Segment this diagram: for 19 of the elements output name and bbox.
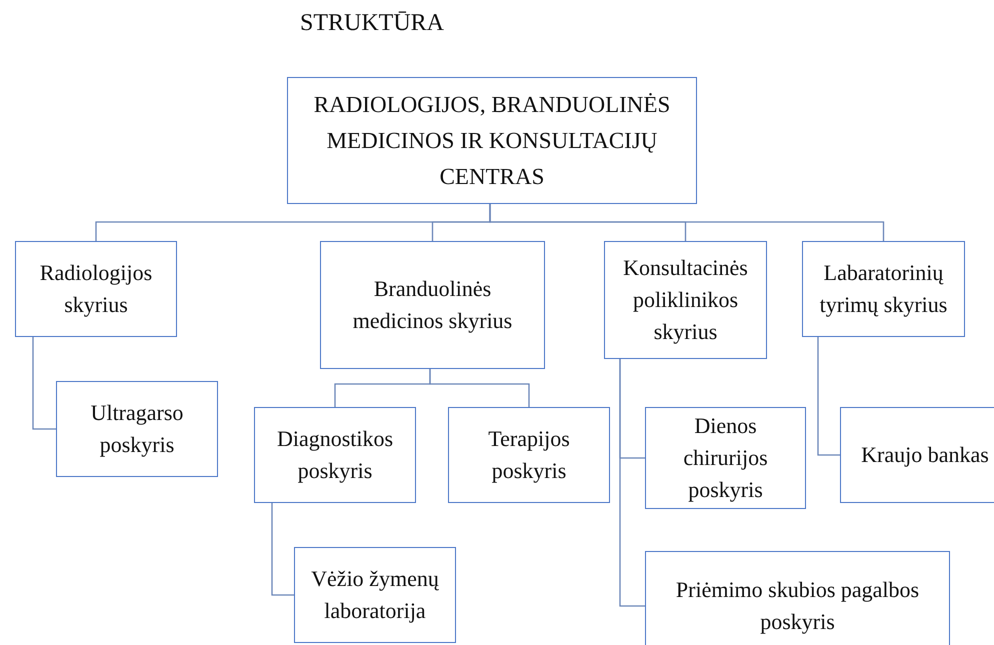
diagram-title: STRUKTŪRA <box>300 10 444 37</box>
org-unit-box: Konsultacinės poliklinikos skyrius <box>604 241 767 359</box>
org-unit-box: Kraujo bankas <box>840 407 994 503</box>
org-unit-box: Diagnostikos poskyris <box>254 407 416 503</box>
org-unit-box: Branduolinės medicinos skyrius <box>320 241 545 369</box>
org-unit-box: Labaratorinių tyrimų skyrius <box>802 241 965 337</box>
connector-line <box>817 337 840 456</box>
connector-line <box>489 204 884 241</box>
org-unit-box: RADIOLOGIJOS, BRANDUOLINĖS MEDICINOS IR KONSULTACIJŲ CENTRAS <box>287 77 697 204</box>
org-unit-box: Ultragarso poskyris <box>56 381 218 477</box>
connector-line <box>32 337 56 430</box>
connector-line <box>271 503 294 596</box>
org-unit-box: Terapijos poskyris <box>448 407 610 503</box>
org-unit-box: Radiologijos skyrius <box>15 241 177 337</box>
connector-line <box>619 359 645 607</box>
connector-line <box>429 369 530 407</box>
org-unit-box: Priėmimo skubios pagalbos poskyris <box>645 551 950 645</box>
org-unit-box: Vėžio žymenų laboratorija <box>294 547 456 643</box>
org-unit-box: Dienos chirurijos poskyris <box>645 407 806 509</box>
